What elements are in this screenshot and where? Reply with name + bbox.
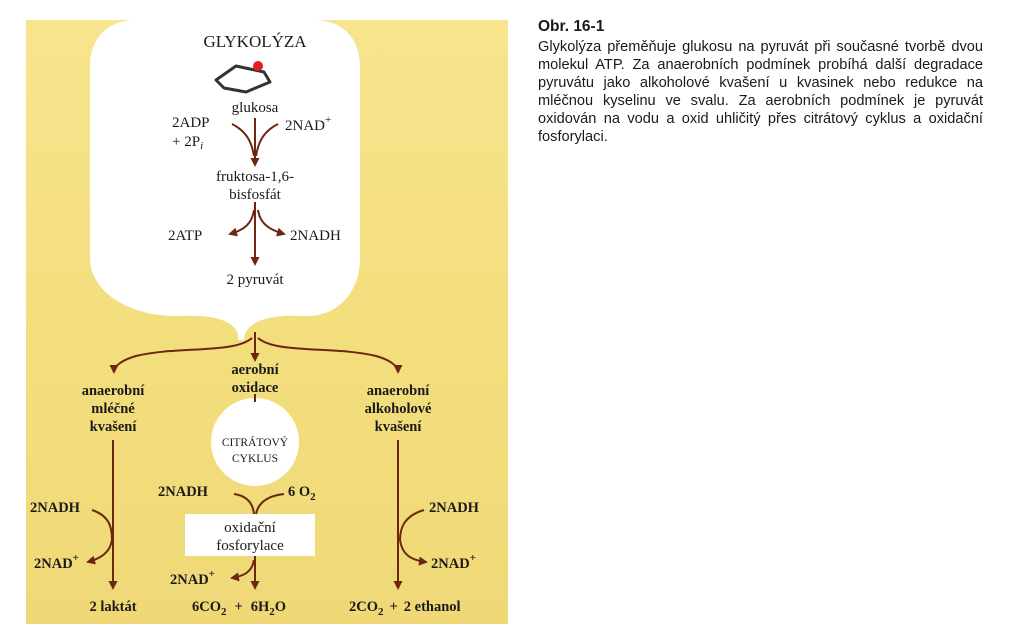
caption-body: Glykolýza přeměňuje glukosu na pyruvát p… xyxy=(538,39,983,145)
lactic-title-line1: anaerobní xyxy=(82,383,146,399)
arrow-oxphos-nad xyxy=(230,559,255,582)
arrow-to-alcoholic xyxy=(257,337,403,374)
arrow-cycle-nadh xyxy=(233,493,255,515)
lactate-product: 2 laktát xyxy=(89,599,136,615)
arrow-lactic-nad xyxy=(86,539,113,565)
glycolysis-bubble xyxy=(90,20,360,340)
aerobic-nadh-label: 2NADH xyxy=(158,484,209,500)
caption-title: Obr. 16-1 xyxy=(538,18,605,35)
arrow-alcoholic-nadh xyxy=(399,509,425,541)
citrate-cycle-line2: CYKLUS xyxy=(232,453,278,465)
fructose-label-line2: bisfosfát xyxy=(229,187,281,203)
figure-caption: Obr. 16-1 Glykolýza přeměňuje glukosu na… xyxy=(538,18,983,146)
oxygen-label: 6 O2 xyxy=(288,484,316,503)
alcoholic-title-line1: anaerobní xyxy=(367,383,431,399)
citrate-cycle-circle xyxy=(211,398,299,486)
oxphos-label-line2: fosforylace xyxy=(216,538,284,554)
lactic-nadh-label: 2NADH xyxy=(30,500,81,516)
arrow-alcoholic-nad xyxy=(399,539,428,566)
citrate-cycle-line1: CITRÁTOVÝ xyxy=(222,435,289,449)
nadh-out-label: 2NADH xyxy=(290,228,341,244)
glucose-marker-icon xyxy=(253,61,263,71)
arrow-nad-in xyxy=(255,123,279,157)
alcoholic-title-line3: kvašení xyxy=(375,419,423,435)
oxphos-label-line1: oxidační xyxy=(224,520,276,536)
fructose-label-line1: fruktosa-1,6- xyxy=(216,169,294,185)
arrow-nadh-out xyxy=(257,209,286,237)
arrow-adp-in xyxy=(231,123,255,157)
aerobic-products: 6CO2+6H2O xyxy=(192,599,286,618)
nad-in-label: 2NAD+ xyxy=(285,114,331,134)
arrow-lactic-nadh xyxy=(91,509,113,541)
glycolysis-title: GLYKOLÝZA xyxy=(203,32,307,51)
figure-panel: GLYKOLÝZA glukosa 2ADP + 2Pi 2NAD+ frukt… xyxy=(26,20,508,624)
pyruvate-label: 2 pyruvát xyxy=(226,272,284,288)
atp-label: 2ATP xyxy=(168,228,202,244)
aerobic-nad-label: 2NAD+ xyxy=(170,568,215,588)
glucose-ring-icon xyxy=(214,61,272,94)
oxphos-box xyxy=(185,514,315,556)
glucose-label: glukosa xyxy=(232,100,279,116)
alcoholic-nad-label: 2NAD+ xyxy=(431,552,476,572)
glycolysis-diagram: GLYKOLÝZA glukosa 2ADP + 2Pi 2NAD+ frukt… xyxy=(30,20,480,618)
lactic-nad-label: 2NAD+ xyxy=(34,552,79,572)
arrow-to-lactic xyxy=(109,337,253,374)
adp-label: 2ADP xyxy=(172,115,210,131)
alcoholic-title-line2: alkoholové xyxy=(365,401,432,417)
aerobic-title-line2: oxidace xyxy=(232,380,279,396)
arrow-atp-out xyxy=(228,209,255,237)
lactic-title-line3: kvašení xyxy=(90,419,138,435)
alcoholic-products: 2CO2+2 ethanol xyxy=(349,599,461,618)
arrow-cycle-o2 xyxy=(255,493,285,515)
aerobic-title-line1: aerobní xyxy=(231,362,279,378)
lactic-title-line2: mléčné xyxy=(91,401,135,417)
phosphate-label: + 2Pi xyxy=(172,134,203,152)
alcoholic-nadh-label: 2NADH xyxy=(429,500,480,516)
